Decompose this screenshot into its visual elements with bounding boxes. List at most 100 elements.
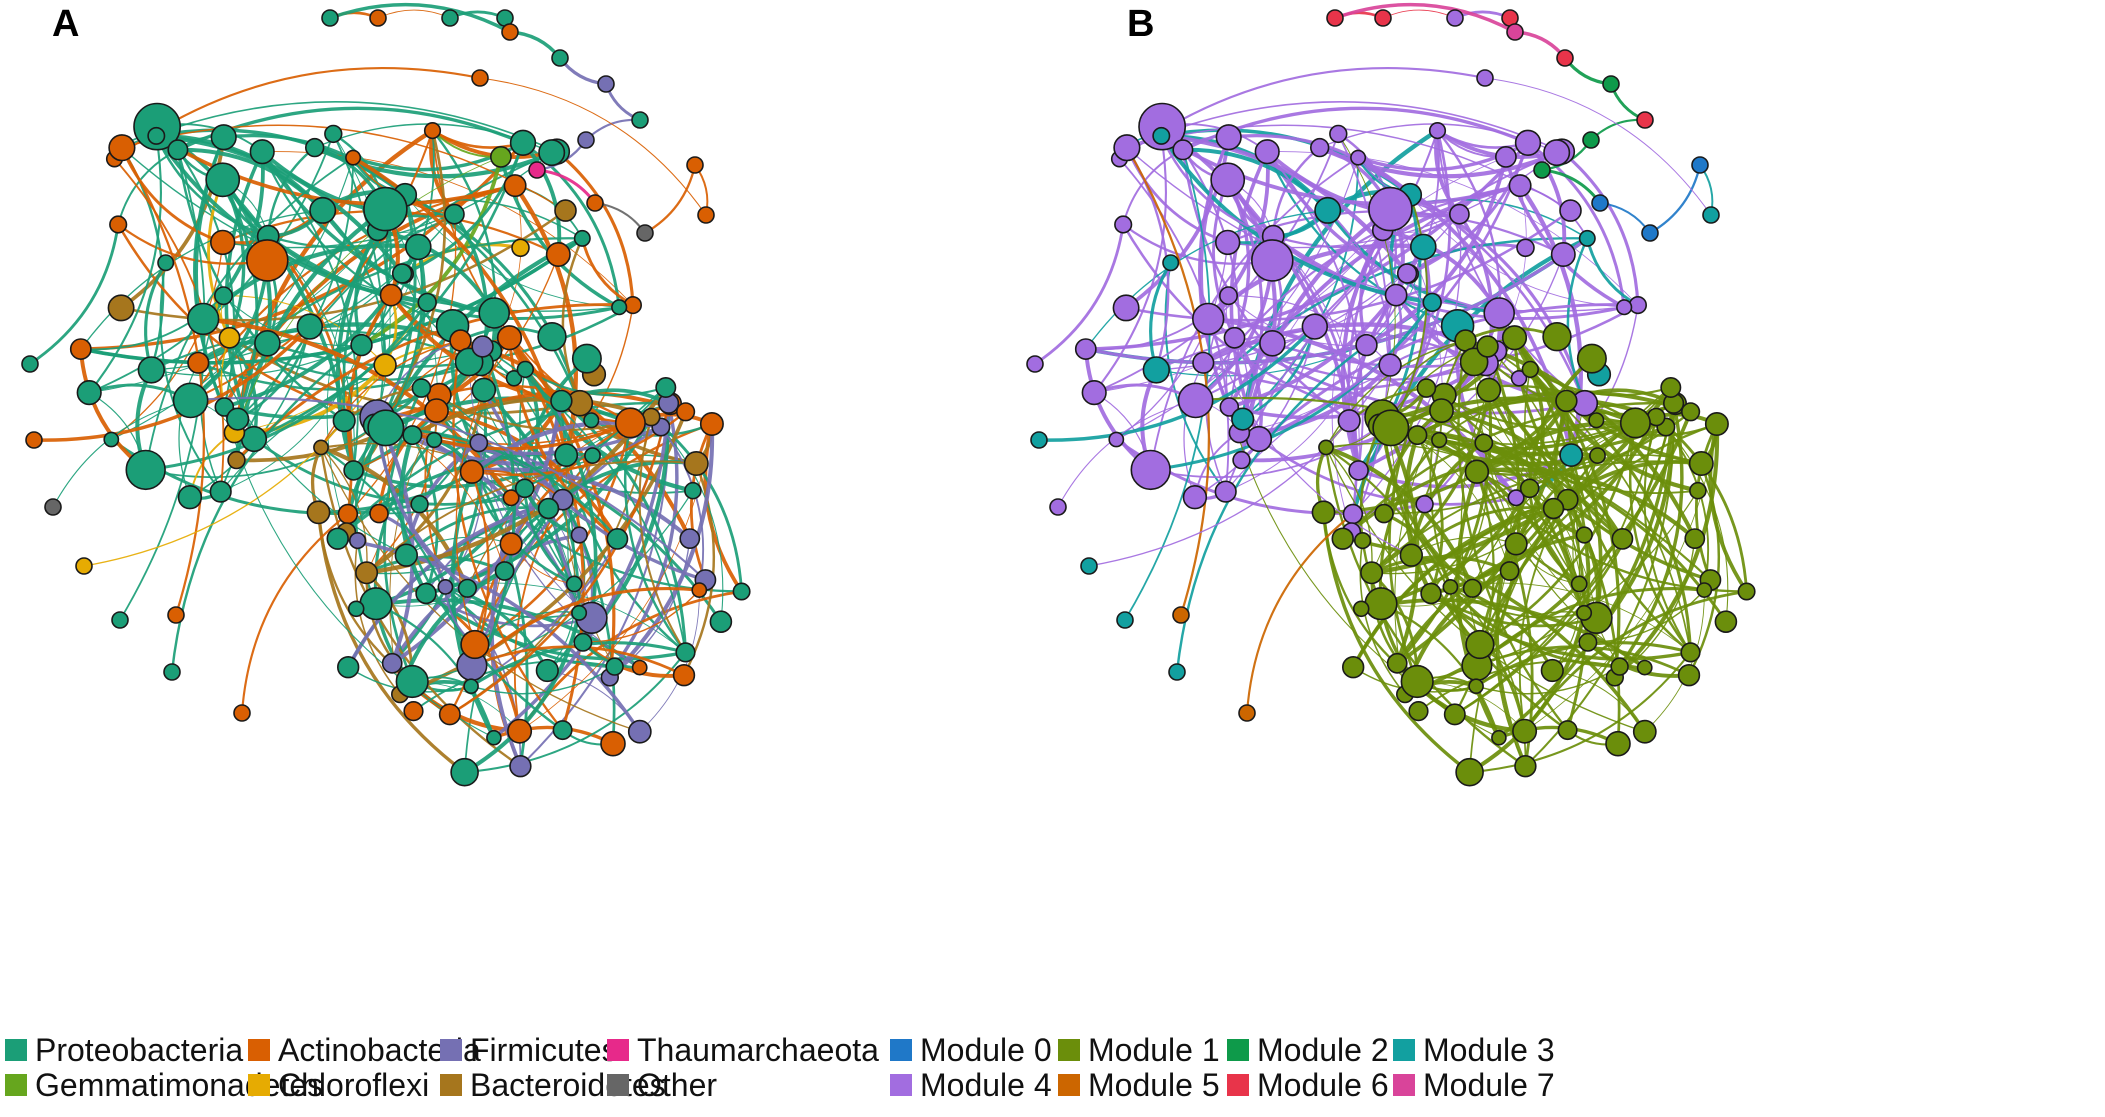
panel-b-node (1495, 145, 1517, 168)
panel-b-node (1628, 296, 1647, 315)
panel-a-node (571, 604, 588, 621)
panel-a-node (573, 632, 593, 652)
panel-b-node (1352, 600, 1370, 618)
module-legend-swatch (1058, 1074, 1080, 1096)
panel-b-edge (1271, 303, 1640, 368)
panel-b-node (1152, 126, 1171, 145)
panel-a-edge (78, 347, 148, 472)
panel-a-node (373, 353, 397, 377)
panel-a-node (167, 606, 185, 624)
panel-a-node (675, 402, 696, 422)
panel-a-node (379, 283, 403, 307)
panel-b-node (1108, 431, 1125, 448)
panel-a-edge (120, 146, 225, 244)
panel-a-node (552, 720, 573, 741)
panel-b-edge (1379, 602, 1501, 739)
panel-b-edge (1125, 146, 1210, 617)
panel-b-node (1245, 425, 1273, 453)
panel-a-edge (335, 536, 642, 734)
panel-b-edge (1325, 446, 1646, 733)
panel-b-edge (1460, 337, 1516, 646)
panel-a-edge (468, 361, 592, 619)
panel-b-node (1680, 402, 1701, 422)
panel-b-node (1386, 652, 1408, 674)
panel-b-node (1605, 730, 1631, 757)
panel-a-edge (377, 9, 451, 19)
panel-b-node (1696, 582, 1713, 598)
phylum-legend-label: Bacteroidetes (470, 1067, 666, 1103)
panel-a-edge (512, 183, 578, 458)
panel-a-node (606, 528, 629, 550)
panel-b-node (1499, 561, 1520, 581)
panel-b-node (1543, 139, 1571, 167)
panel-b-edge (1381, 417, 1420, 666)
panel-b-node (1506, 23, 1524, 41)
panel-b-edge (1487, 388, 1713, 582)
phylum-legend-swatch (248, 1074, 270, 1096)
panel-a-node (350, 333, 373, 357)
panel-b-edge (1093, 134, 1167, 394)
panel-a-edge (682, 462, 716, 677)
panel-a-node (605, 657, 624, 676)
panel-a-node (528, 161, 546, 179)
panel-b-edge (1528, 486, 1581, 586)
panel-b-node (1508, 174, 1532, 198)
panel-b-edge (1526, 140, 1567, 257)
panel-a-edge (233, 156, 502, 434)
panel-a-edge (354, 539, 401, 696)
panel-b-edge (1648, 163, 1702, 235)
phylum-legend-label: Thaumarchaeota (637, 1032, 879, 1068)
panel-b-node (1476, 377, 1502, 403)
panel-b-edge (1483, 442, 1646, 669)
panel-a-node (349, 531, 367, 550)
panel-b-node (1408, 700, 1429, 722)
panel-b-node (1130, 449, 1171, 491)
panel-a-node (672, 663, 696, 687)
panel-a-edge (561, 237, 584, 405)
panel-b-node (1575, 526, 1593, 544)
panel-a-edge (320, 446, 641, 733)
panel-a-edge (320, 339, 462, 449)
panel-b-node (1400, 664, 1434, 699)
panel-b-edge (1333, 2, 1517, 34)
panel-a-edge (261, 150, 359, 472)
panel-b-node (1311, 500, 1336, 525)
panel-a-edge (144, 300, 429, 472)
panel-b-node (1331, 527, 1354, 550)
panel-a-node (167, 139, 189, 161)
panel-b-edge (1359, 598, 1647, 670)
panel-b-node (1177, 382, 1214, 419)
panel-b-node (1449, 203, 1470, 225)
panel-a-node (172, 382, 209, 419)
panel-b-node (1138, 102, 1187, 151)
panel-a-edge (346, 293, 393, 473)
phylum-legend-swatch (440, 1039, 462, 1061)
panel-b-edge (1227, 361, 1488, 420)
panel-a-edge (582, 589, 701, 644)
panel-a-edge (28, 223, 120, 366)
panel-a-edge (689, 422, 714, 582)
panel-a-edge (479, 77, 707, 216)
panel-b-edge (1664, 426, 1710, 592)
panel-a-node (107, 294, 135, 322)
panel-a-node (76, 380, 102, 406)
panel-b-node (1337, 409, 1361, 433)
panel-b-node (1081, 380, 1107, 406)
panel-b-edge (1057, 399, 1197, 508)
panel-b-node (1353, 531, 1372, 550)
panel-b-node (1714, 610, 1738, 634)
panel-b-node (1378, 353, 1402, 377)
module-legend-label: Module 1 (1088, 1032, 1220, 1068)
panel-a: A (21, 2, 751, 787)
panel-b-node (1074, 338, 1097, 361)
panel-a-node (679, 528, 701, 550)
panel-a-edge (623, 421, 687, 654)
phylum-legend-label: Gemmatimonadetes (35, 1067, 323, 1103)
panel-a-node (395, 664, 429, 699)
panel-b-edge (1228, 406, 1500, 739)
panel-b-node (1396, 263, 1418, 284)
panel-a-edge (154, 133, 405, 276)
panel-a-node (411, 378, 432, 398)
panel-b-node (1689, 481, 1707, 500)
